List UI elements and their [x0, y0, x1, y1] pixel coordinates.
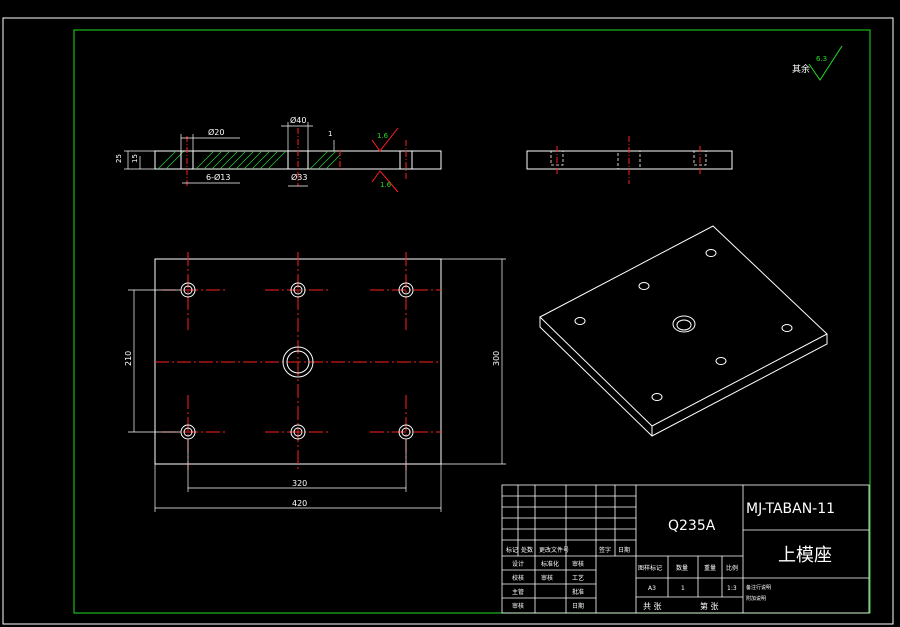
section-rough-bottom: 1.6 — [380, 181, 392, 189]
part-name: 上模座 — [778, 545, 832, 566]
roughness-symbol-icon — [371, 127, 399, 152]
section-view: Ø20 Ø40 Ø33 6-Ø13 25 15 1 1.6 1.6 — [115, 115, 442, 193]
svg-text:设计: 设计 — [512, 560, 524, 568]
dim-one: 1 — [328, 130, 332, 138]
svg-text:标记: 标记 — [506, 546, 518, 554]
roughness-symbol-icon — [808, 45, 843, 81]
svg-text:图样标记: 图样标记 — [638, 564, 662, 572]
dim-d40: Ø40 — [290, 115, 306, 125]
org-text: 备注行说明 附加说明 — [746, 584, 771, 602]
roughness-symbol-icon — [371, 170, 399, 193]
approval-rows: 设计 标准化 审核 校核 审核 工艺 主管 批准 审核 日期 — [512, 560, 584, 610]
svg-text:重量: 重量 — [704, 564, 716, 572]
svg-text:审核: 审核 — [512, 602, 524, 610]
dim-h25: 25 — [115, 154, 123, 163]
dim-height-inner: 210 — [124, 351, 133, 366]
isometric-view — [539, 225, 828, 437]
roughness-note-value: 6.3 — [816, 55, 827, 63]
svg-text:主管: 主管 — [512, 588, 524, 596]
svg-text:备注行说明: 备注行说明 — [746, 584, 771, 591]
plan-view: 320 420 210 300 — [124, 252, 506, 512]
side-view — [526, 136, 733, 184]
svg-text:比例: 比例 — [726, 564, 738, 572]
svg-text:校核: 校核 — [512, 574, 524, 582]
svg-text:附加说明: 附加说明 — [746, 595, 766, 602]
roughness-note: 其余 6.3 — [792, 45, 843, 81]
drawing-number: MJ-TABAN-11 — [746, 501, 835, 517]
svg-text:数量: 数量 — [676, 564, 688, 572]
sheet-border — [2, 17, 894, 625]
svg-text:工艺: 工艺 — [572, 574, 584, 582]
svg-text:日期: 日期 — [618, 546, 630, 554]
sheet-number: 第 张 — [700, 601, 719, 611]
section-hatch — [157, 150, 341, 170]
svg-text:标准化: 标准化 — [541, 560, 559, 568]
svg-text:更改文件号: 更改文件号 — [539, 546, 569, 554]
svg-text:1: 1 — [681, 585, 685, 592]
dim-height-outer: 300 — [492, 351, 501, 366]
dim-d20: Ø20 — [208, 127, 224, 137]
svg-text:审核: 审核 — [541, 574, 553, 582]
attr-headers: 图样标记 数量 重量 比例 — [638, 564, 738, 572]
svg-text:处数: 处数 — [521, 546, 533, 554]
dim-h15: 15 — [131, 154, 139, 163]
attr-values: A3 1 1:3 — [648, 585, 737, 592]
drawing-frame — [73, 29, 871, 614]
dim-width-outer: 420 — [292, 499, 307, 508]
material-label: Q235A — [668, 518, 716, 534]
section-rough-top: 1.6 — [377, 132, 389, 140]
dim-d33: Ø33 — [291, 172, 307, 182]
dim-width-inner: 320 — [292, 479, 307, 488]
roughness-note-label: 其余 — [792, 63, 810, 75]
svg-text:日期: 日期 — [572, 602, 584, 610]
title-block — [501, 484, 870, 614]
sheet-total: 共 张 — [643, 602, 662, 611]
dim-holes: 6-Ø13 — [206, 172, 230, 182]
svg-text:签字: 签字 — [599, 546, 611, 554]
revision-headers: 标记 处数 更改文件号 签字 日期 — [506, 546, 630, 554]
svg-text:审核: 审核 — [572, 560, 584, 568]
svg-text:1:3: 1:3 — [727, 585, 737, 592]
svg-text:批准: 批准 — [572, 588, 584, 596]
svg-text:A3: A3 — [648, 585, 656, 592]
